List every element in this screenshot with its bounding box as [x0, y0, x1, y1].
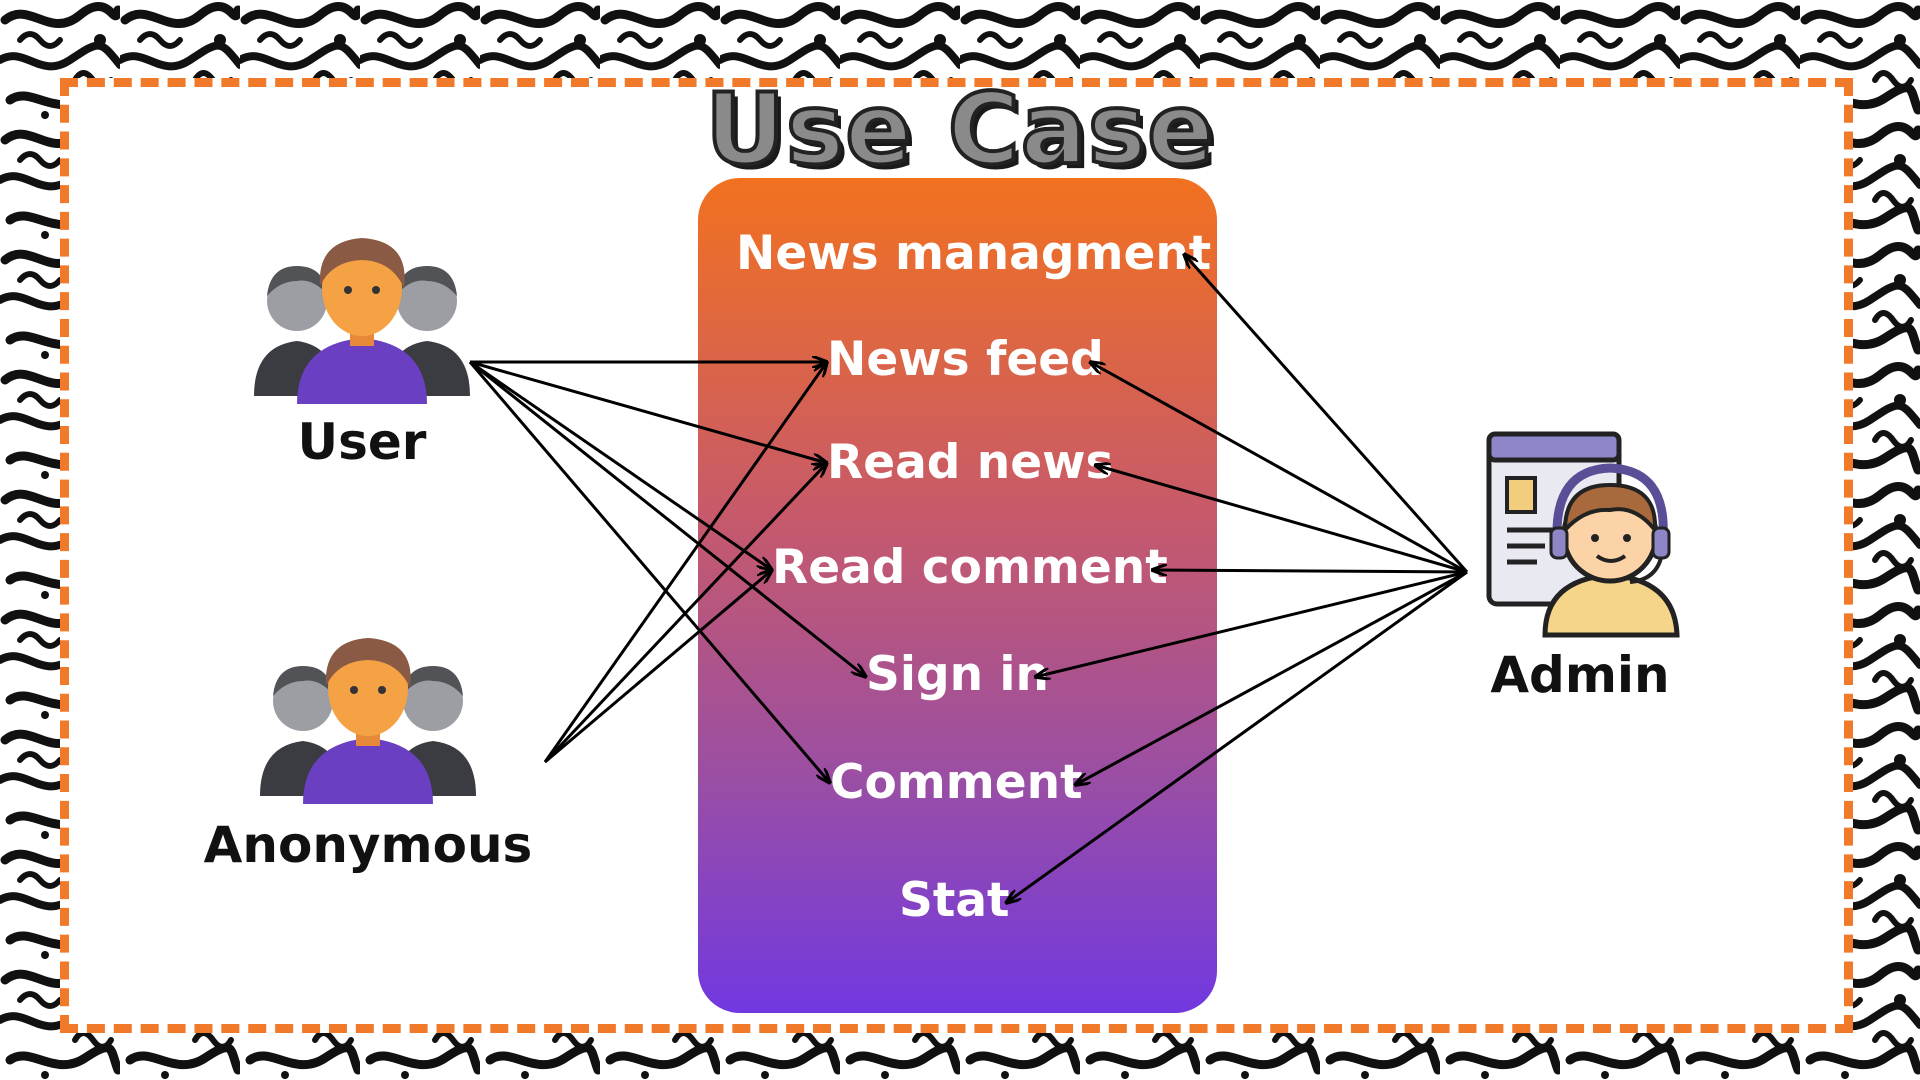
diagram-title: Use Case: [703, 71, 1215, 189]
user-group-icon: [260, 638, 476, 804]
user-group-icon: [254, 238, 470, 404]
use-case-read-comment: Read comment: [772, 540, 1168, 595]
support-agent-icon: [1486, 431, 1680, 638]
use-case-sign-in: Sign in: [866, 647, 1049, 702]
use-case-stat: Stat: [899, 873, 1010, 928]
actor-label-admin: Admin: [1490, 646, 1670, 704]
actor-label-user: User: [297, 413, 427, 471]
use-case-news-feed: News feed: [827, 332, 1104, 387]
use-case-news-managment: News managment: [736, 226, 1212, 281]
use-case-read-news: Read news: [827, 435, 1114, 490]
use-case-comment: Comment: [830, 755, 1083, 810]
actor-label-anonymous: Anonymous: [203, 816, 533, 874]
